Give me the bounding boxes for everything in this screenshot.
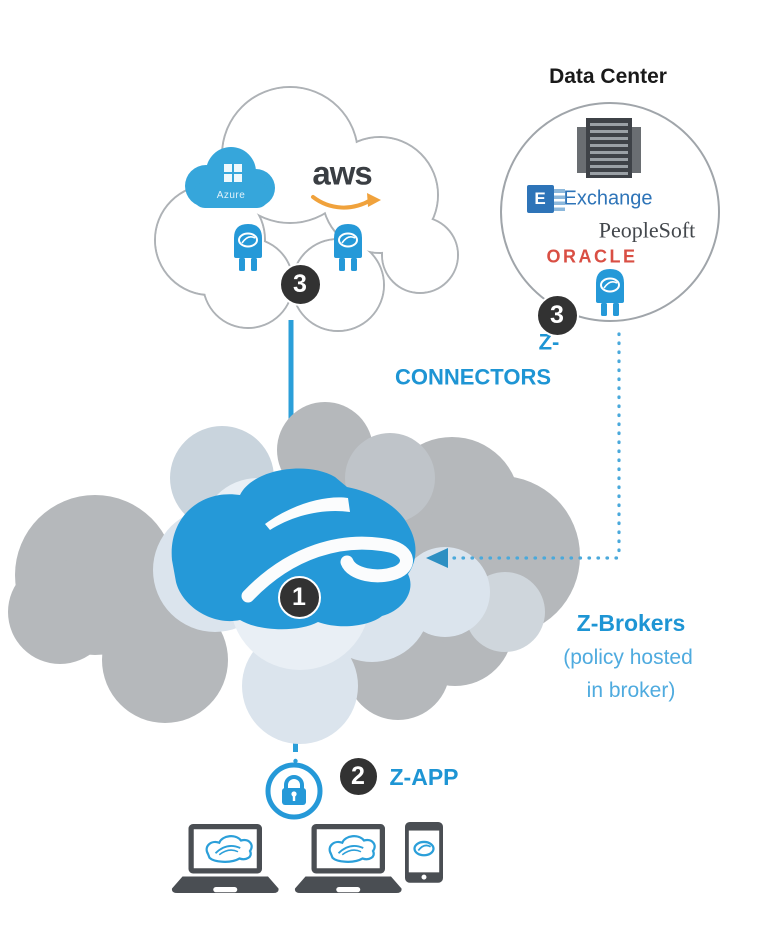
badge-datacenter-connectors: 3 — [535, 293, 579, 337]
z-app-label: Z-APP — [389, 763, 459, 790]
data-center-circle — [500, 102, 720, 322]
aws-logo-text: aws — [312, 154, 372, 192]
badge-cloud-connectors: 3 — [278, 262, 322, 306]
laptop-icon-2 — [293, 822, 403, 895]
z-brokers-sub-line2: in broker) — [586, 678, 676, 702]
server-rack-icon — [577, 118, 641, 178]
broker-cloud — [8, 402, 580, 744]
badge-broker: 1 — [277, 575, 321, 619]
oracle-logo-text: ORACLE — [546, 246, 638, 267]
z-connectors-label-line2: CONNECTORS — [394, 364, 552, 390]
azure-cloud-icon — [185, 147, 275, 208]
lock-icon — [265, 762, 323, 820]
data-center-title: Data Center — [549, 64, 667, 88]
z-brokers-label: Z-Brokers — [576, 609, 686, 636]
badge-zapp: 2 — [337, 755, 379, 797]
laptop-icon-1 — [170, 822, 280, 895]
public-cloud-outline — [154, 86, 459, 332]
aws-smile-icon — [311, 193, 381, 210]
exchange-logo-text: Exchange — [563, 187, 653, 210]
exchange-logo-letter: E — [534, 189, 546, 209]
azure-logo-text: Azure — [216, 189, 246, 201]
zscaler-cloud-logo — [171, 468, 416, 630]
exchange-icon — [527, 185, 565, 213]
peoplesoft-logo-text: PeopleSoft — [598, 217, 696, 243]
windows-flag-icon — [224, 164, 242, 182]
smartphone-icon — [403, 820, 445, 884]
z-brokers-sub-line1: (policy hosted — [563, 645, 693, 669]
dotted-arrow-dc-to-broker — [426, 332, 621, 568]
